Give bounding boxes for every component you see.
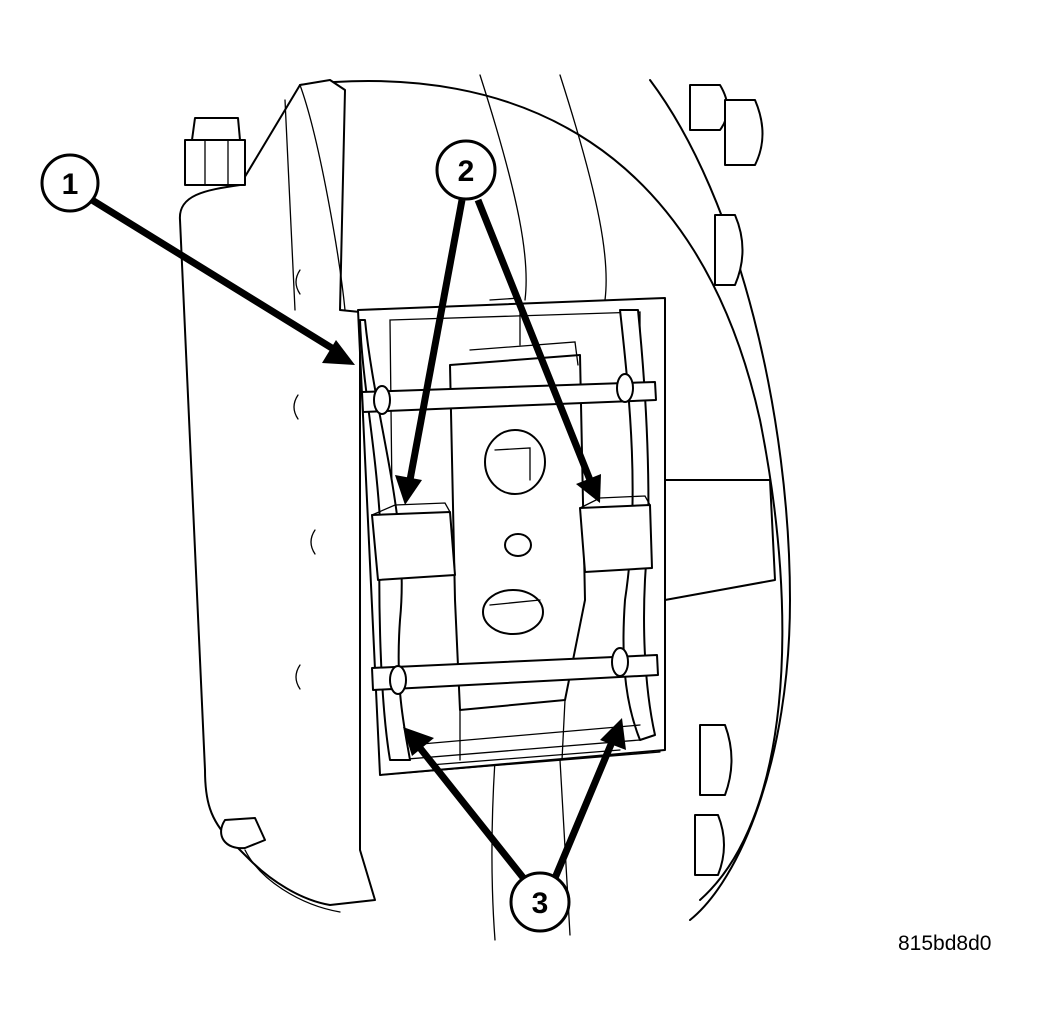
callout-1: 1 — [40, 153, 100, 213]
callout-2-label: 2 — [458, 155, 475, 188]
brake-rotor — [299, 74, 791, 941]
figure-code: 815bd8d0 — [898, 932, 991, 955]
caliper-lower-rails — [379, 724, 661, 776]
callout-1-label: 1 — [62, 168, 79, 201]
inboard-pad — [449, 297, 586, 761]
anti-rattle-clips — [371, 495, 653, 581]
caliper-body — [178, 79, 376, 913]
callout-arrows — [90, 197, 626, 883]
lower-guide-pin — [371, 647, 659, 695]
bleeder-screw — [184, 117, 246, 186]
callout-3-label: 3 — [532, 887, 549, 920]
wheel-studs — [689, 84, 764, 876]
callout-3: 3 — [509, 871, 571, 933]
callout-2: 2 — [435, 139, 497, 201]
steering-knuckle — [664, 479, 776, 601]
upper-guide-pin — [361, 373, 657, 415]
